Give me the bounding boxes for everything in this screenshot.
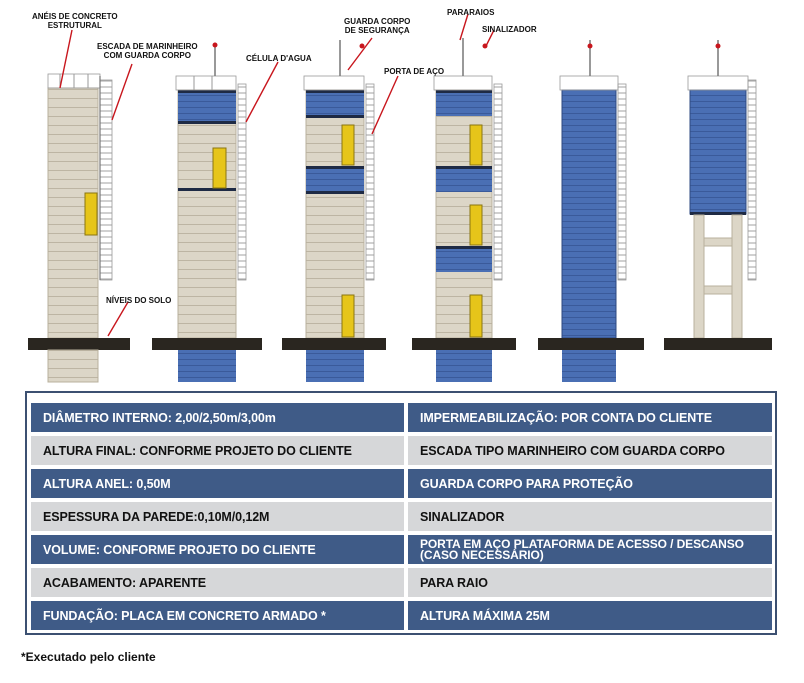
tower-2 xyxy=(152,42,262,382)
callout-ground: NÍVEIS DO SOLO xyxy=(106,296,172,305)
spec-table: DIÂMETRO INTERNO: 2,00/2,50m/3,00m IMPER… xyxy=(25,391,777,635)
spec-right-7: ALTURA MÁXIMA 25M xyxy=(408,601,772,630)
reservoir-elevations-diagram xyxy=(28,13,772,383)
callout-ladder: ESCADA DE MARINHEIRO COM GUARDA CORPO xyxy=(97,42,198,60)
spec-left-2: ALTURA FINAL: CONFORME PROJETO DO CLIENT… xyxy=(31,436,404,465)
spec-right-2: ESCADA TIPO MARINHEIRO COM GUARDA CORPO xyxy=(408,436,772,465)
spec-left-7: FUNDAÇÃO: PLACA EM CONCRETO ARMADO * xyxy=(31,601,404,630)
callout-rings: ANÉIS DE CONCRETO ESTRUTURAL xyxy=(32,12,118,30)
spec-right-4: SINALIZADOR xyxy=(408,502,772,531)
spec-right-1: IMPERMEABILIZAÇÃO: POR CONTA DO CLIENTE xyxy=(408,403,772,432)
callout-rings-line1: ANÉIS DE CONCRETO xyxy=(32,12,118,21)
tower-6 xyxy=(664,40,772,350)
callout-lightning: PARARAIOS xyxy=(447,8,495,17)
callout-guardrail-line1: GUARDA CORPO xyxy=(344,17,411,26)
spec-left-3: ALTURA ANEL: 0,50M xyxy=(31,469,404,498)
callout-cell: CÉLULA D'AGUA xyxy=(246,54,312,63)
callout-rings-line2: ESTRUTURAL xyxy=(47,21,102,30)
tower-4 xyxy=(412,38,516,382)
callout-ladder-line2: COM GUARDA CORPO xyxy=(103,51,191,60)
callout-door: PORTA DE AÇO xyxy=(384,67,445,76)
callout-signal: SINALIZADOR xyxy=(482,25,537,34)
tower-5 xyxy=(538,40,644,382)
spec-left-5: VOLUME: CONFORME PROJETO DO CLIENTE xyxy=(31,535,404,564)
tower-3 xyxy=(282,40,386,382)
spec-right-3: GUARDA CORPO PARA PROTEÇÃO xyxy=(408,469,772,498)
callout-leaders xyxy=(59,13,495,337)
spec-right-5: PORTA EM AÇO PLATAFORMA DE ACESSO / DESC… xyxy=(408,535,772,564)
spec-left-1: DIÂMETRO INTERNO: 2,00/2,50m/3,00m xyxy=(31,403,404,432)
footnote: *Executado pelo cliente xyxy=(21,650,156,664)
tower-1 xyxy=(28,73,130,383)
callout-guardrail-line2: DE SEGURANÇA xyxy=(344,26,410,35)
callout-ladder-line1: ESCADA DE MARINHEIRO xyxy=(97,42,198,51)
spec-left-4: ESPESSURA DA PAREDE:0,10M/0,12M xyxy=(31,502,404,531)
spec-left-6: ACABAMENTO: APARENTE xyxy=(31,568,404,597)
spec-right-6: PARA RAIO xyxy=(408,568,772,597)
callout-guardrail: GUARDA CORPO DE SEGURANÇA xyxy=(344,17,410,35)
